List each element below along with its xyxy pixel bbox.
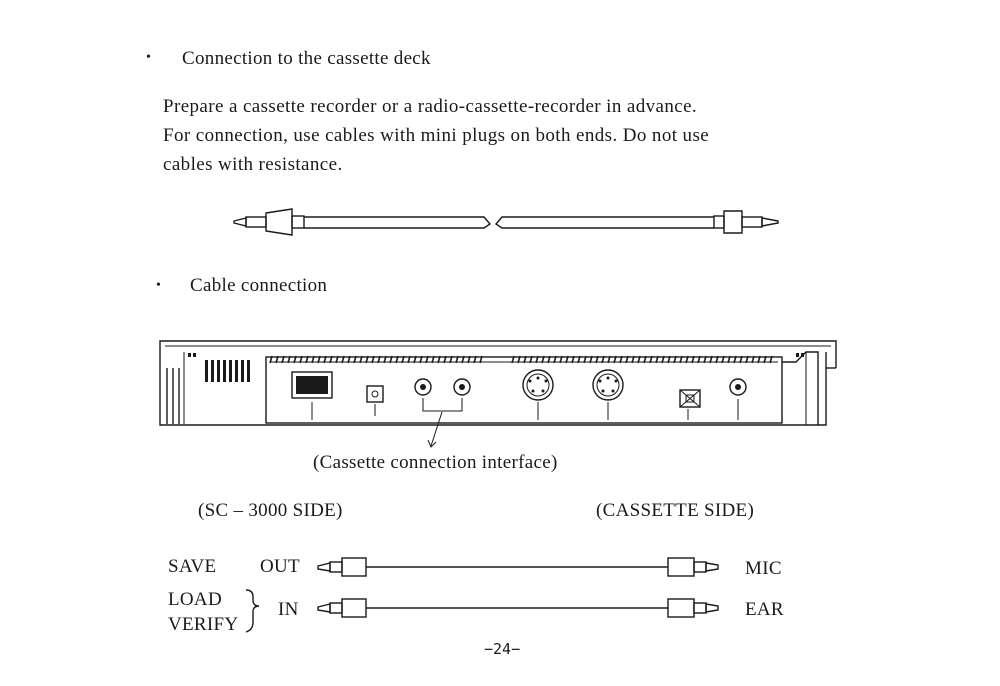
- section2-heading: Cable connection: [190, 275, 328, 296]
- panel-top-edge: [159, 340, 837, 368]
- left-plug-body-icon: [265, 208, 293, 236]
- right-cable-segment: [494, 216, 714, 229]
- left-plug-sleeve-icon: [245, 216, 267, 228]
- interface-caption: (Cassette connection interface): [313, 452, 558, 473]
- mic-label: MIC: [745, 558, 782, 579]
- section1-heading: Connection to the cassette deck: [182, 48, 431, 69]
- ear-label: EAR: [745, 599, 784, 620]
- sc-side-label: (SC – 3000 SIDE): [198, 500, 343, 521]
- dc-jack-icon: [366, 385, 384, 403]
- load-cable-left-plug-icon: [341, 598, 367, 618]
- section1-line-1: Prepare a cassette recorder or a radio-c…: [163, 96, 698, 117]
- verify-label: VERIFY: [168, 614, 239, 635]
- din-connector-1-icon: [522, 369, 554, 401]
- din-connector-2-icon: [592, 369, 624, 401]
- page-number: −24−: [484, 640, 521, 658]
- left-vent-slots: [205, 360, 250, 382]
- panel-body-outline: [159, 352, 827, 426]
- load-cable-diagram: [317, 598, 719, 618]
- load-verify-brace: [245, 589, 260, 633]
- right-plug-sleeve-icon: [741, 216, 763, 228]
- power-switch-icon: [291, 371, 333, 399]
- section1-line-2: For connection, use cables with mini plu…: [163, 125, 710, 146]
- cassette-in-jack-icon: [453, 378, 471, 396]
- right-plug-tip-icon: [761, 217, 779, 227]
- save-cable-diagram: [317, 557, 719, 577]
- left-plug-strain-relief-icon: [291, 215, 305, 229]
- save-cable-left-plug-icon: [341, 557, 367, 577]
- inner-connector-panel: [265, 356, 783, 424]
- power-switch-rocker-icon: [296, 376, 328, 394]
- right-plug-body-icon: [723, 210, 743, 234]
- cassette-side-label: (CASSETTE SIDE): [596, 500, 755, 521]
- section1-line-3: cables with resistance.: [163, 154, 343, 175]
- save-cable-right-tip-icon: [705, 562, 719, 572]
- section1-bullet: •: [146, 50, 151, 65]
- section2-bullet: •: [156, 278, 161, 293]
- save-cable-right-plug-icon: [667, 557, 695, 577]
- load-cable-right-plug-icon: [667, 598, 695, 618]
- save-cable-left-tip-icon: [317, 562, 331, 572]
- top-hatch-band: [269, 355, 773, 364]
- cassette-out-jack-icon: [414, 378, 432, 396]
- load-label: LOAD: [168, 589, 222, 610]
- sc3000-rear-panel-illustration: [159, 340, 837, 448]
- load-cable-left-tip-icon: [317, 603, 331, 613]
- in-label: IN: [278, 599, 299, 620]
- cassette-jack-bracket: [422, 398, 463, 412]
- left-cable-segment: [304, 216, 492, 229]
- video-jack-icon: [729, 378, 747, 396]
- rf-output-connector-icon: [679, 389, 701, 408]
- mini-plug-cable-illustration: [233, 208, 779, 236]
- right-plug-strain-relief-icon: [713, 215, 725, 229]
- left-plug-tip-icon: [233, 217, 247, 227]
- save-label: SAVE: [168, 556, 217, 577]
- out-label: OUT: [260, 556, 300, 577]
- load-cable-right-tip-icon: [705, 603, 719, 613]
